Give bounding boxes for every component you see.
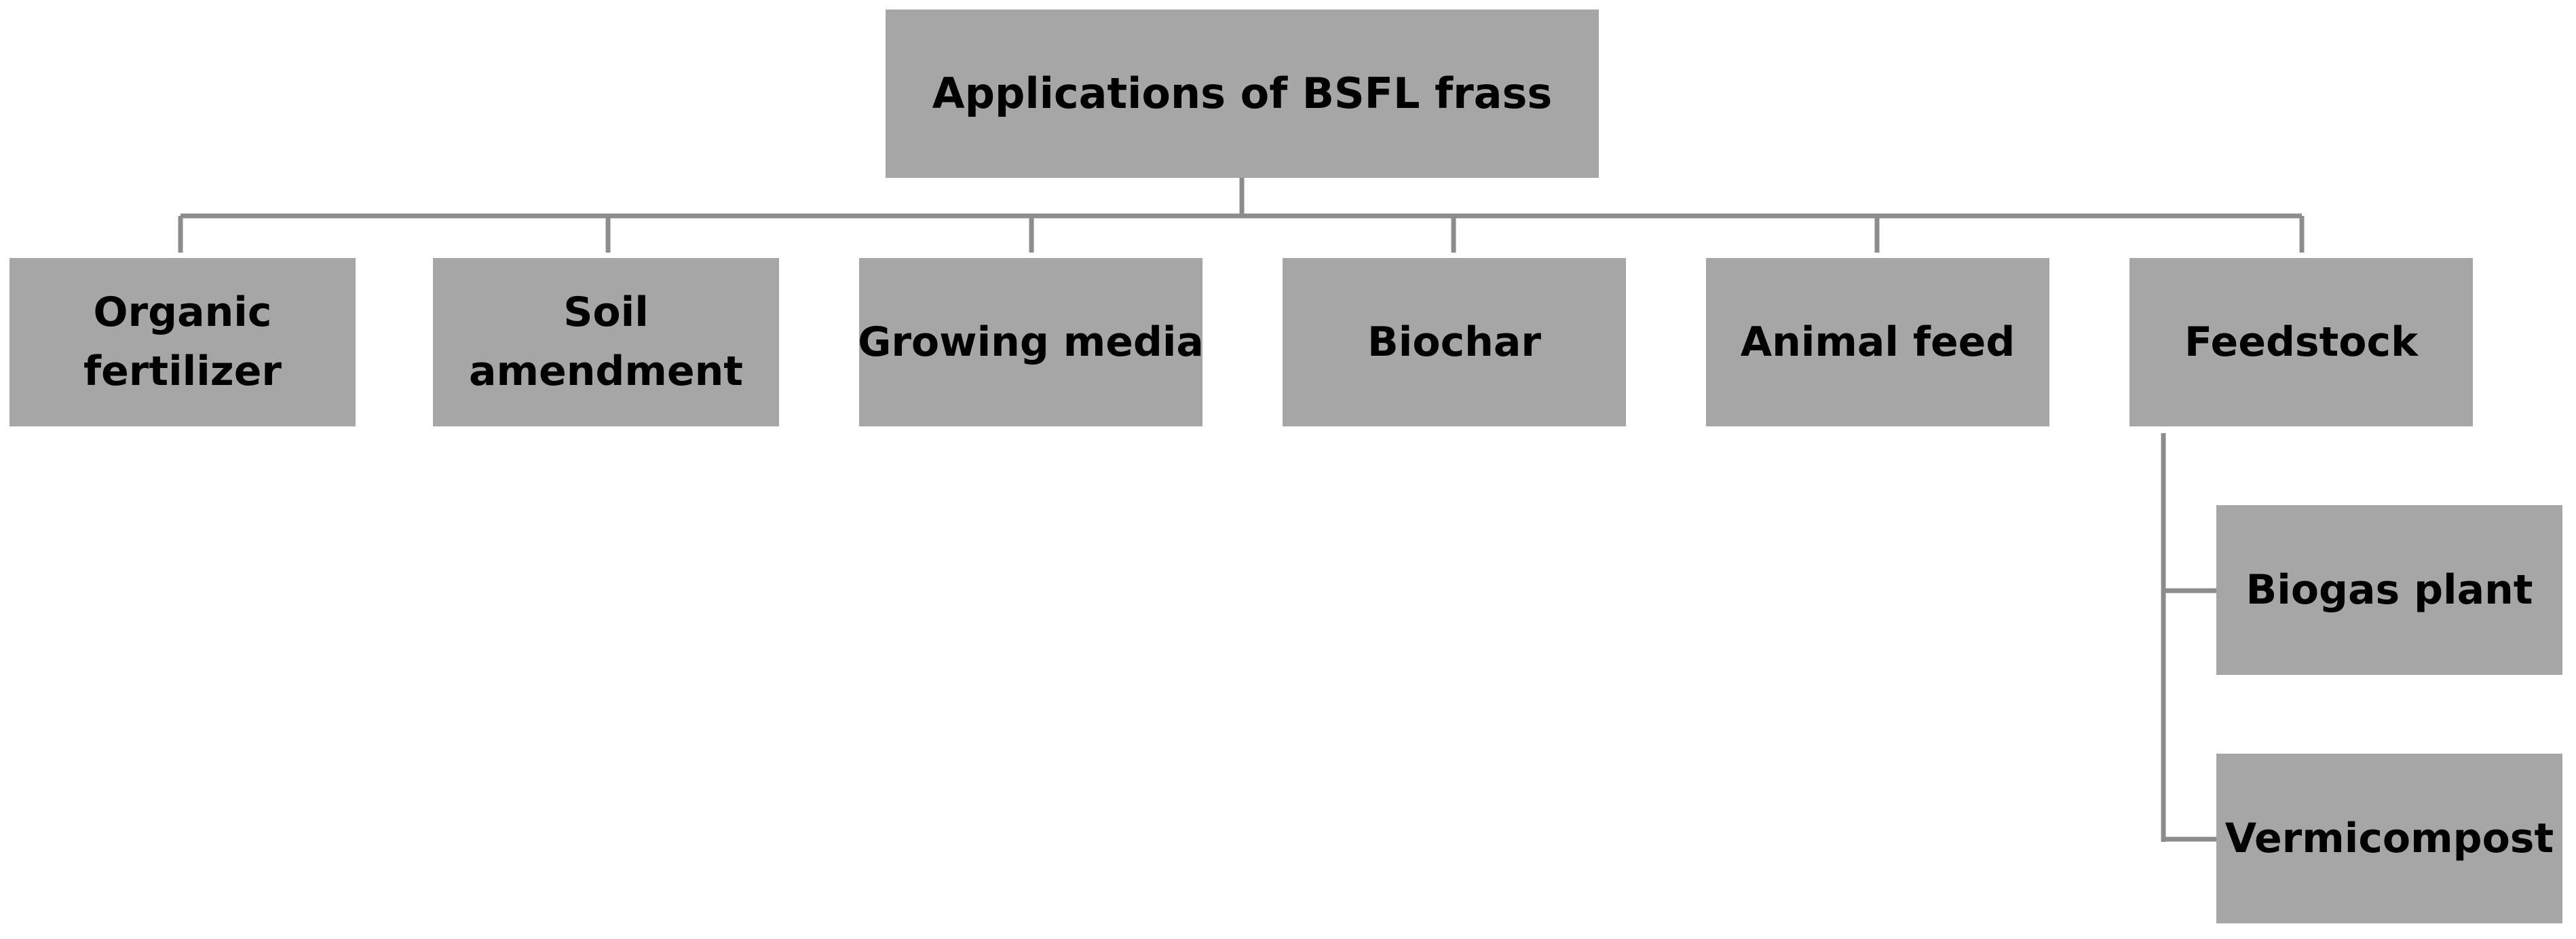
node-growing-media: Growing media [858, 258, 1204, 426]
node-soil-amendment-label: Soil amendment [469, 289, 743, 395]
root-node: Applications of BSFL frass [886, 10, 1599, 178]
node-vermicompost: Vermicompost [2216, 754, 2562, 923]
node-feedstock: Feedstock [2129, 258, 2473, 426]
node-animal-feed: Animal feed [1706, 258, 2049, 426]
node-organic-fertilizer: Organic fertilizer [10, 258, 356, 426]
node-growing-media-label: Growing media [858, 318, 1204, 366]
node-biogas-plant: Biogas plant [2216, 505, 2562, 675]
node-biochar: Biochar [1283, 258, 1626, 426]
node-biogas-plant-label: Biogas plant [2246, 566, 2533, 614]
node-soil-amendment: Soil amendment [433, 258, 779, 426]
node-organic-fertilizer-label: Organic fertilizer [83, 289, 282, 395]
node-animal-feed-label: Animal feed [1740, 318, 2015, 366]
node-biochar-label: Biochar [1367, 318, 1541, 366]
node-vermicompost-label: Vermicompost [2224, 814, 2554, 862]
node-feedstock-label: Feedstock [2184, 318, 2418, 366]
root-node-label: Applications of BSFL frass [932, 69, 1553, 119]
